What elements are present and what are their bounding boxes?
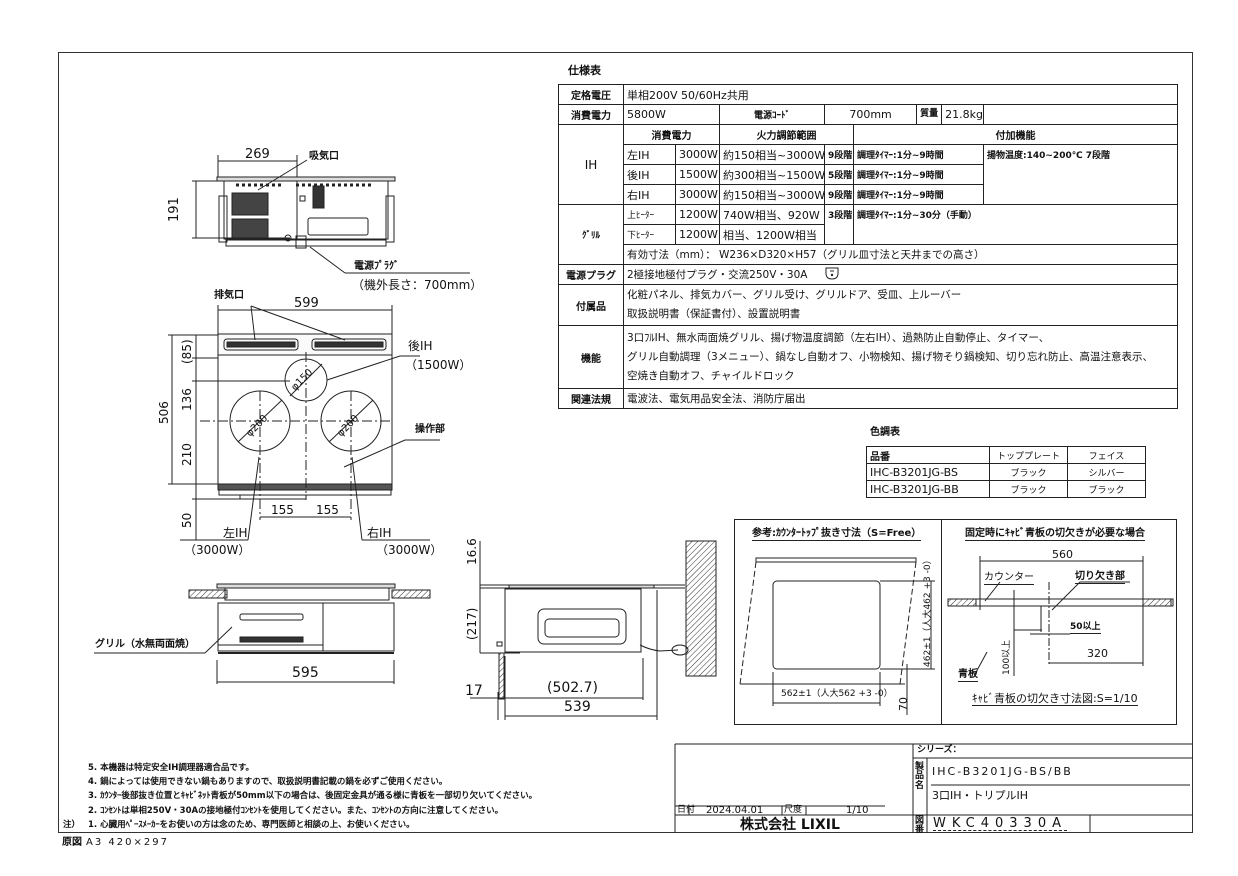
drawing-number: WKC40330A xyxy=(933,816,1067,831)
ih-range: 約150相当~3000W xyxy=(719,144,825,165)
plug-note: （機外長さ：700mm） xyxy=(352,278,483,292)
functions-line: 3口ﾌﾙIH、無水両面焼グリル、揚げ物温度調節（左右IH）、過熱防止自動停止、タ… xyxy=(627,331,1050,344)
ih-power: 1500W xyxy=(675,164,720,185)
mass-value: 21.8kg xyxy=(945,108,983,121)
backboard-dim-50: 50以上 xyxy=(1070,622,1101,634)
ih-row: 右IH 3000W 約150相当~3000W 9段階 調理ﾀｲﾏｰ:1分~9時間 xyxy=(559,184,1178,205)
series-label: シリーズ： xyxy=(917,745,962,755)
ih-label: IH xyxy=(558,124,624,205)
model-number: IHC-B3201JG-BS/BB xyxy=(932,765,1073,778)
counter-label: カウンター xyxy=(984,572,1034,585)
rear-ih-power: （1500W） xyxy=(405,358,472,372)
ih-name: 右IH xyxy=(623,184,676,205)
functions-label: 機能 xyxy=(558,325,624,389)
paper-size: A3 420×297 xyxy=(86,837,169,848)
spec-table: 定格電圧 単相200V 50/60Hz共用 消費電力 5800W 電源ｺｰﾄﾞ … xyxy=(558,84,1179,409)
color-table-title: 色調表 xyxy=(870,427,900,438)
control-label: 操作部 xyxy=(415,424,445,435)
plug-outlet-icon xyxy=(825,267,839,283)
color-table: 品番 トッププレート フェイス IHC-B3201JG-BS ブラック シルバー… xyxy=(866,446,1146,498)
note-item: 4. 鍋によっては使用できない鍋もありますので、取扱説明書記載の鍋を必ずご使用く… xyxy=(88,777,448,787)
top-dim-width: 599 xyxy=(294,296,319,311)
ih-name: 後IH xyxy=(623,164,676,185)
notes-prefix: 注） xyxy=(63,820,81,830)
accessories-label: 付属品 xyxy=(558,284,624,326)
side-dim-539: 539 xyxy=(564,699,591,715)
backboard-caption: ｷｬﾋﾞ青板の切欠き寸法図:S=1/10 xyxy=(972,692,1138,706)
note-item: 3. ｶｳﾝﾀｰ後部抜き位置とｷｬﾋﾞﾈｯﾄ青板が50mm以下の場合は、後固定金… xyxy=(88,791,538,801)
note-item: 2. ｺﾝｾﾝﾄは単相250V・30Aの接地極付ｺﾝｾﾝﾄを使用してください。ま… xyxy=(88,806,504,816)
ih-row: 後IH 1500W 約300相当~1500W 5段階 調理ﾀｲﾏｰ:1分~9時間 xyxy=(559,164,1178,185)
accessories-line: 化粧パネル、排気カバー、グリル受け、グリルドア、受皿、上ルーバー xyxy=(627,289,962,301)
company-name: 株式会社 LIXIL xyxy=(740,817,840,833)
plug-label: 電源ﾌﾟﾗｸﾞ xyxy=(354,261,399,272)
backboard-cut-title: 固定時にｷｬﾋﾞ青板の切欠きが必要な場合 xyxy=(965,528,1145,541)
drawing-frame xyxy=(58,52,1193,833)
intake-label: 吸気口 xyxy=(309,151,339,162)
side-dim-502-7: (502.7) xyxy=(547,680,599,696)
color-face: ブラック xyxy=(1067,480,1146,498)
grill-label: ｸﾞﾘﾙ xyxy=(558,204,624,265)
plug-value: 2極接地極付プラグ・交流250V・30A xyxy=(627,268,808,281)
cutout-ref-title: 参考:ｶｳﾝﾀｰﾄｯﾌﾟ抜き寸法（S=Free） xyxy=(752,528,922,541)
grill-label: グリル（水無両面焼） xyxy=(95,639,195,650)
ih-row: 左IH 3000W 約150相当~3000W 9段階 調理ﾀｲﾏｰ:1分~9時間… xyxy=(559,144,1179,205)
drawing-number-label: 図番 xyxy=(915,816,925,836)
scale-label: 尺度 xyxy=(784,805,803,815)
scale-value: 1/10 xyxy=(846,805,869,816)
ih-power: 3000W xyxy=(675,144,720,165)
backboard-cut-box xyxy=(941,519,1177,725)
side-dim-17: 17 xyxy=(465,683,483,699)
date-value: 2024.04.01 xyxy=(706,805,764,816)
product-name: 3口IH・トリプルIH xyxy=(932,789,1029,802)
note-item: 5. 本機器は特定安全IH調理器適合品です。 xyxy=(88,763,255,773)
regulations-value: 電波法、電気用品安全法、消防庁届出 xyxy=(622,388,1179,409)
accessories-line: 取扱説明書（保証書付）、設置説明書 xyxy=(627,308,801,320)
fry-temp: 揚物温度:140~200℃ 7段階 xyxy=(982,144,1179,205)
color-row: IHC-B3201JG-BS ブラック シルバー xyxy=(866,463,1146,481)
top-dim-155-right: 155 xyxy=(316,503,339,517)
ih-power: 3000W xyxy=(675,184,720,205)
grill-heater-power: 1200W xyxy=(675,224,720,245)
functions-line: グリル自動調理（3メニュー）、鍋なし自動オフ、小物検知、揚げ物そり鍋検知、切り忘… xyxy=(627,350,1154,363)
color-top: ブラック xyxy=(989,480,1068,498)
mass-label: 質量 xyxy=(917,105,943,124)
regulations-label: 関連法規 xyxy=(558,388,624,409)
backboard-dim-320: 320 xyxy=(1087,647,1108,660)
backboard-label: 青板 xyxy=(958,669,978,682)
paper-label: 原図 xyxy=(62,837,82,848)
color-row: IHC-B3201JG-BB ブラック ブラック xyxy=(866,480,1146,498)
grill-row: 下ﾋｰﾀｰ 1200W 相当、1200W相当 xyxy=(559,224,1178,245)
color-model: IHC-B3201JG-BB xyxy=(866,480,990,498)
section-dim-width: 595 xyxy=(292,665,319,681)
backboard-dim-560: 560 xyxy=(1052,548,1073,561)
cutout-dim-width: 562±1（人大562 +3 -0） xyxy=(781,689,893,699)
functions-line: 空焼き自動オフ、チャイルドロック xyxy=(627,369,795,382)
right-ih-label: 右IH xyxy=(367,526,392,540)
note-item: 1. 心臓用ﾍﾟｰｽﾒｰｶｰをお使いの方は念のため、専門医師と相談の上、お使いく… xyxy=(88,820,415,830)
cut-part-label: 切り欠き部 xyxy=(1075,571,1125,584)
exhaust-label: 排気口 xyxy=(214,290,244,301)
cord-value: 700mm xyxy=(826,105,918,124)
top-dim-155-left: 155 xyxy=(271,503,294,517)
grill-timer: 調理ﾀｲﾏｰ:1分~30分（手動） xyxy=(852,204,1179,245)
right-ih-power: （3000W） xyxy=(376,543,443,557)
rear-ih-label: 後IH xyxy=(408,339,433,353)
left-ih-label: 左IH xyxy=(223,526,248,540)
product-name-label: 製品名 xyxy=(915,762,925,791)
front-dim-width: 269 xyxy=(245,147,270,162)
spec-table-title: 仕様表 xyxy=(568,64,601,77)
date-label: 日付 xyxy=(677,805,696,815)
left-ih-power: （3000W） xyxy=(184,543,251,557)
grill-heater-range: 740W相当、920W xyxy=(719,204,825,225)
